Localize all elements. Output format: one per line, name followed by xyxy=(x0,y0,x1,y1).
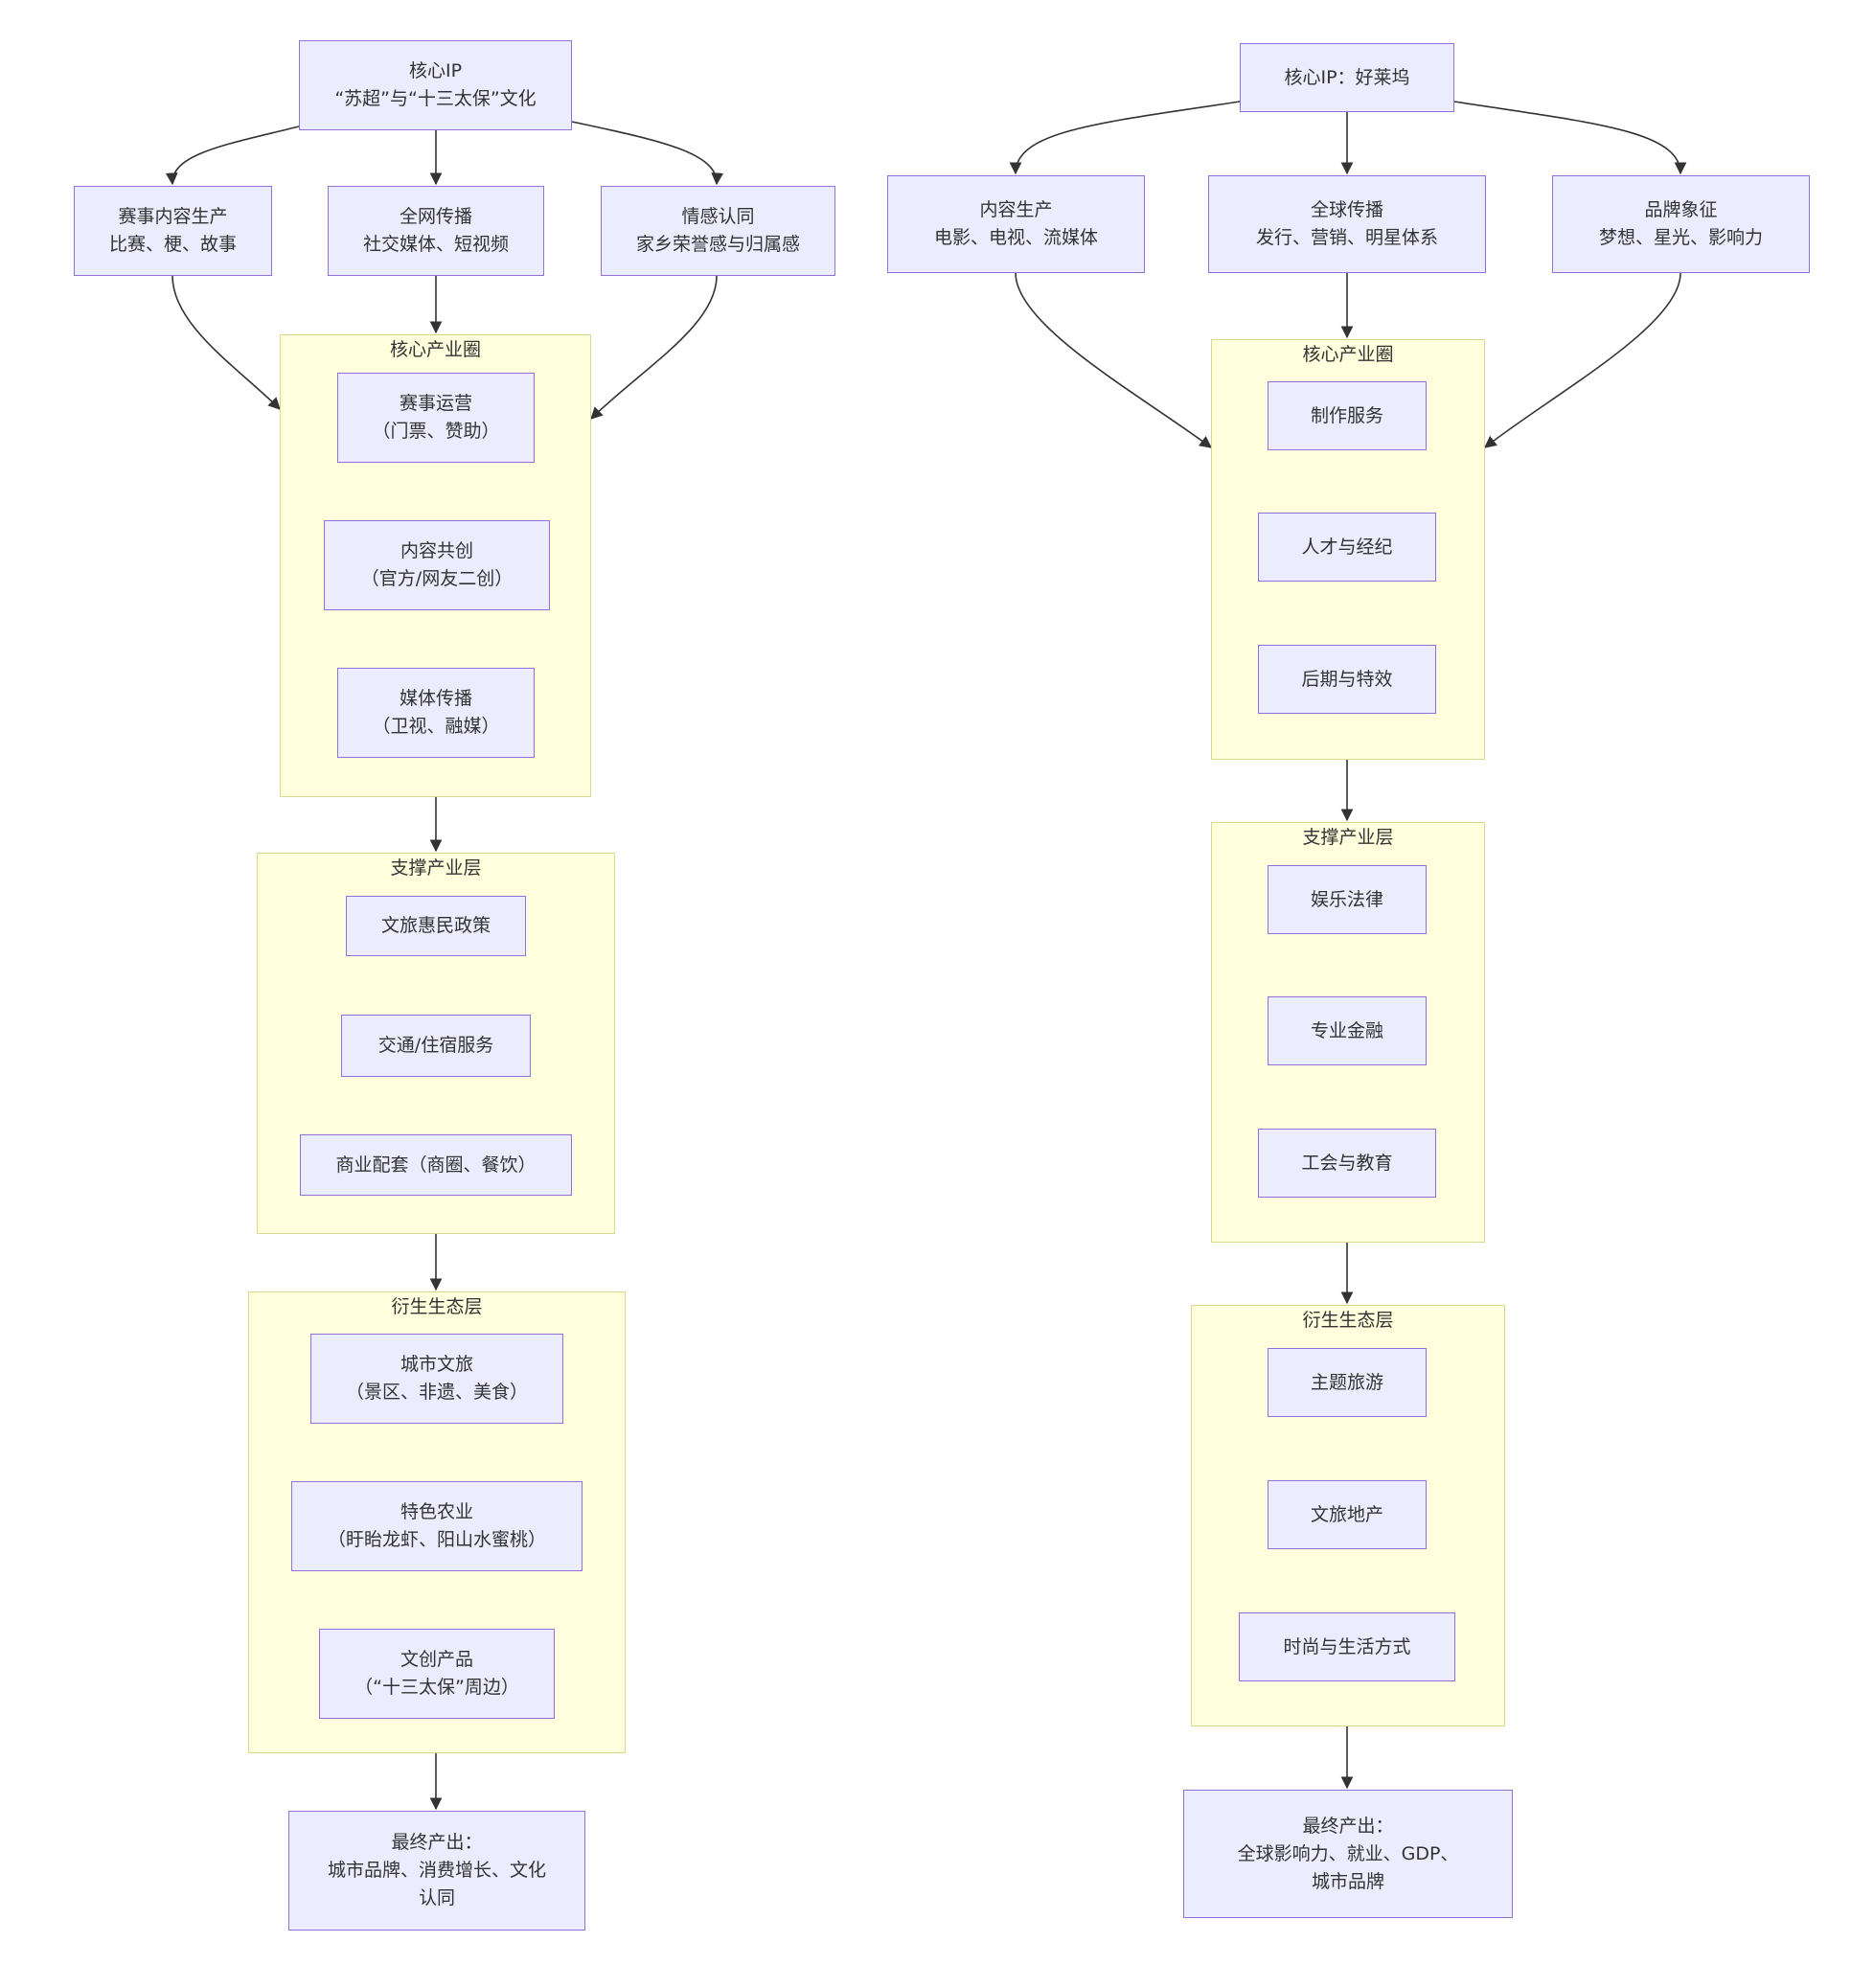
right-global-spread-node: 全球传播 发行、营销、明星体系 xyxy=(1208,175,1486,273)
edge-left-ip-to-content xyxy=(165,126,300,186)
right-support-item-finance: 专业金融 xyxy=(1268,996,1427,1065)
right-support-item-legal: 娱乐法律 xyxy=(1268,865,1427,934)
left-derived-item-city-tourism: 城市文旅 （景区、非遗、美食） xyxy=(310,1334,563,1424)
edge-left-ip-to-emotion xyxy=(571,121,724,186)
edge-right-content-to-core xyxy=(1015,272,1213,448)
right-core-item-post-vfx: 后期与特效 xyxy=(1258,645,1436,714)
left-core-group-title: 核心产业圈 xyxy=(389,339,481,360)
left-derived-item-creative-products: 文创产品 （“十三太保”周边） xyxy=(319,1629,555,1719)
left-support-item-transport: 交通/住宿服务 xyxy=(341,1015,531,1077)
right-support-item-union-education: 工会与教育 xyxy=(1258,1129,1436,1198)
left-emotional-identity-node: 情感认同 家乡荣誉感与归属感 xyxy=(601,186,835,276)
edge-right-brand-to-core xyxy=(1483,272,1681,448)
left-final-output-node: 最终产出： 城市品牌、消费增长、文化 认同 xyxy=(288,1811,585,1931)
edge-left-emotion-to-core xyxy=(590,275,718,420)
edge-right-ip-to-brand xyxy=(1453,101,1687,175)
right-core-group-title: 核心产业圈 xyxy=(1302,344,1394,365)
left-network-spread-node: 全网传播 社交媒体、短视频 xyxy=(328,186,544,276)
edge-left-content-to-core xyxy=(171,275,281,410)
left-support-group-title: 支撑产业层 xyxy=(390,857,482,879)
left-core-item-content-cocreation: 内容共创 （官方/网友二创） xyxy=(324,520,550,610)
left-support-item-policy: 文旅惠民政策 xyxy=(346,896,526,956)
left-content-production-node: 赛事内容生产 比赛、梗、故事 xyxy=(74,186,272,276)
left-core-item-media-spread: 媒体传播 （卫视、融媒） xyxy=(337,668,535,758)
right-final-output-node: 最终产出： 全球影响力、就业、GDP、 城市品牌 xyxy=(1183,1790,1513,1918)
left-support-item-commerce: 商业配套（商圈、餐饮） xyxy=(300,1134,572,1196)
right-core-item-production: 制作服务 xyxy=(1268,381,1427,450)
right-core-ip-node: 核心IP：好莱坞 xyxy=(1240,43,1454,112)
left-derived-item-agriculture: 特色农业 （盱眙龙虾、阳山水蜜桃） xyxy=(291,1481,583,1571)
right-derived-item-fashion-lifestyle: 时尚与生活方式 xyxy=(1239,1612,1455,1681)
right-derived-group-title: 衍生生态层 xyxy=(1302,1310,1394,1331)
right-brand-symbol-node: 品牌象征 梦想、星光、影响力 xyxy=(1552,175,1810,273)
right-core-item-talent: 人才与经纪 xyxy=(1258,513,1436,582)
left-core-item-event-operation: 赛事运营 （门票、赞助） xyxy=(337,373,535,463)
right-derived-item-theme-tourism: 主题旅游 xyxy=(1268,1348,1427,1417)
right-derived-item-tourism-realestate: 文旅地产 xyxy=(1268,1480,1427,1549)
right-support-group-title: 支撑产业层 xyxy=(1302,827,1394,848)
left-core-ip-node: 核心IP “苏超”与“十三太保”文化 xyxy=(299,40,572,130)
left-derived-group-title: 衍生生态层 xyxy=(391,1296,483,1317)
edge-right-ip-to-content xyxy=(1009,101,1241,175)
right-content-production-node: 内容生产 电影、电视、流媒体 xyxy=(887,175,1145,273)
